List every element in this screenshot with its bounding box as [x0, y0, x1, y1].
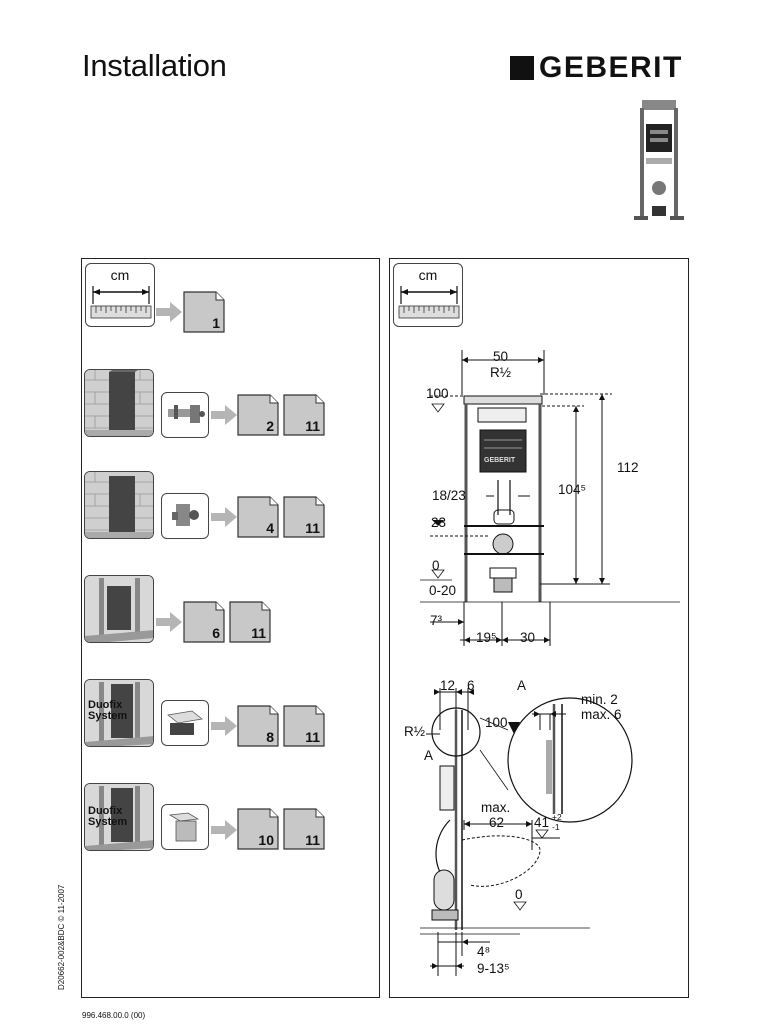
wall-mounting-thumbnail: [84, 369, 154, 437]
level-100-label: 100: [485, 715, 508, 730]
page-number: 11: [305, 418, 320, 434]
ruler-icon: [90, 286, 152, 319]
measure-box: cm: [393, 263, 463, 327]
page-number: 11: [305, 832, 320, 848]
level-0-label: 0: [515, 887, 523, 902]
offset-30-label: 30: [520, 630, 536, 645]
arrow-right-icon: [156, 612, 182, 632]
bracket-thumbnail: [161, 392, 209, 438]
detail-a-label: A: [517, 678, 527, 693]
panel-thumbnail: [161, 700, 209, 746]
min-label: min. 2: [581, 692, 618, 707]
tolerance-plus: +2: [552, 812, 562, 822]
detail-a-side-label: A: [424, 748, 434, 763]
panel-thumbnail: [161, 804, 209, 850]
page-reference[interactable]: 11: [228, 600, 272, 644]
document-number: 996.468.00.0 (00): [82, 1011, 146, 1020]
max-62-label: 62: [489, 815, 505, 830]
front-view-drawing: [420, 350, 680, 646]
logo-square-icon: [510, 56, 534, 80]
page-number: 11: [251, 625, 266, 641]
max-62-title: max.: [481, 800, 511, 815]
page-number: 2: [266, 418, 274, 434]
page-reference[interactable]: 4: [236, 495, 280, 539]
page-number: 10: [258, 832, 274, 848]
measure-box: cm: [85, 263, 155, 327]
page-title: Installation: [82, 48, 227, 83]
page-reference[interactable]: 8: [236, 704, 280, 748]
brand-logo: GEBERIT: [510, 51, 683, 84]
max-label: max. 6: [581, 707, 622, 722]
page-reference[interactable]: 2: [236, 393, 280, 437]
product-illustration: [630, 98, 688, 228]
width-dimension: 50: [493, 349, 509, 364]
page-reference[interactable]: 11: [282, 495, 326, 539]
range-18-23-label: 18/23: [432, 488, 466, 503]
installation-steps-panel: [81, 258, 380, 998]
arrow-right-icon: [211, 820, 237, 840]
tolerance-minus: -1: [552, 822, 560, 832]
arrow-right-icon: [156, 302, 182, 322]
document-code: D20662-002&BDC © 11-2007: [57, 884, 66, 990]
page-reference[interactable]: 11: [282, 704, 326, 748]
page-reference[interactable]: 10: [236, 807, 280, 851]
cm-label: cm: [418, 267, 438, 283]
level-100-label: 100: [426, 386, 449, 401]
connection-label: R½: [404, 724, 426, 739]
page-number: 1: [212, 315, 220, 331]
dim-12-label: 12: [440, 678, 456, 693]
ruler-icon: [398, 286, 460, 319]
page-number: 6: [212, 625, 220, 641]
wall-mounting-thumbnail: [84, 471, 154, 539]
stud-wall-thumbnail: [84, 575, 154, 643]
arrow-right-icon: [211, 716, 237, 736]
height-104-label: 104⁵: [558, 482, 587, 497]
dimensions-panel: [389, 258, 689, 998]
dim-6-label: 6: [467, 678, 475, 693]
level-0-label: 0: [432, 558, 440, 573]
range-0-20-label: 0-20: [429, 583, 457, 598]
page-number: 11: [305, 520, 320, 536]
duofix-label: Duofix System: [88, 699, 128, 722]
offset-19-label: 19⁵: [476, 630, 497, 645]
page-reference[interactable]: 6: [182, 600, 226, 644]
level-23-label: 23: [431, 515, 447, 530]
page-reference[interactable]: 11: [282, 807, 326, 851]
cm-label: cm: [110, 267, 130, 283]
page-number: 4: [266, 520, 274, 536]
duofix-thumbnail: Duofix System: [84, 783, 154, 851]
arrow-right-icon: [211, 507, 237, 527]
page-number: 8: [266, 729, 274, 745]
arrow-right-icon: [211, 405, 237, 425]
duofix-label: Duofix System: [88, 805, 128, 828]
height-112-label: 112: [617, 460, 639, 475]
dim-41-label: 41: [534, 815, 550, 830]
page-reference[interactable]: 1: [182, 290, 226, 334]
side-view-drawing: [420, 688, 633, 976]
page-reference[interactable]: 11: [282, 393, 326, 437]
dim-9-13-label: 9-13⁵: [477, 961, 510, 976]
brand-name: GEBERIT: [539, 51, 683, 84]
dim-4-label: 4⁸: [477, 944, 491, 959]
plate-brand: GEBERIT: [484, 457, 516, 464]
offset-7-label: 7³: [430, 613, 443, 628]
connection-label: R½: [490, 365, 512, 380]
duofix-thumbnail: Duofix System: [84, 679, 154, 747]
bracket-thumbnail: [161, 493, 209, 539]
page-number: 11: [305, 729, 320, 745]
